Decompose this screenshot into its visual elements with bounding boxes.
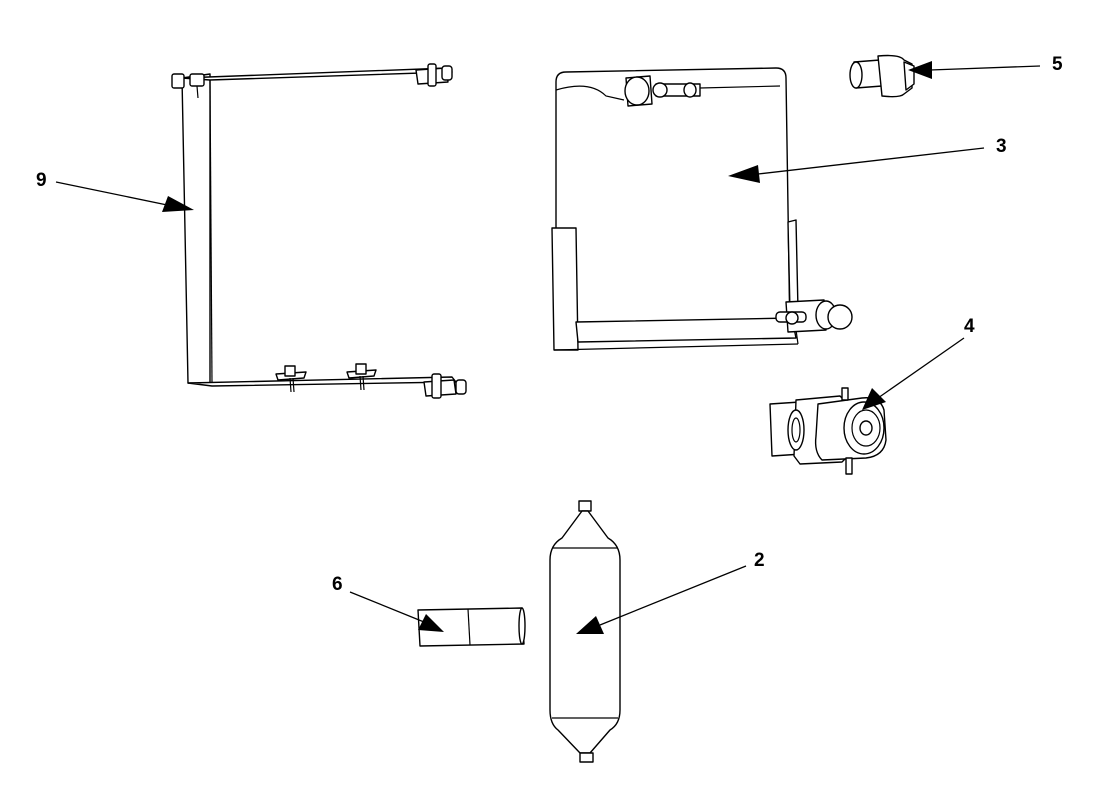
coil-tube-bottom bbox=[775, 299, 853, 333]
stud-bottom-2 bbox=[346, 363, 377, 391]
callout-6: 6 bbox=[332, 574, 343, 595]
part-9-bracket bbox=[171, 63, 467, 399]
part-5-fitting bbox=[849, 54, 915, 98]
stud-bottom-right bbox=[423, 373, 467, 399]
leader-6 bbox=[349, 591, 444, 632]
leader-9 bbox=[55, 181, 194, 212]
leader-4 bbox=[862, 337, 965, 410]
callout-2: 2 bbox=[754, 550, 765, 571]
leader-3 bbox=[728, 147, 985, 183]
part-3-coil bbox=[551, 67, 853, 351]
leader-2 bbox=[576, 565, 747, 634]
callout-9: 9 bbox=[36, 170, 47, 191]
part-4-solenoid-valve bbox=[769, 387, 887, 475]
stud-bottom-1 bbox=[275, 365, 307, 393]
leader-5 bbox=[908, 61, 1041, 79]
part-6-sleeve bbox=[417, 607, 526, 647]
callout-3: 3 bbox=[996, 136, 1007, 157]
callout-4: 4 bbox=[964, 316, 975, 337]
bolt-top-left bbox=[171, 73, 205, 99]
callout-5: 5 bbox=[1052, 54, 1063, 75]
stud-top-right bbox=[415, 63, 453, 87]
coil-tube-top bbox=[624, 75, 781, 107]
